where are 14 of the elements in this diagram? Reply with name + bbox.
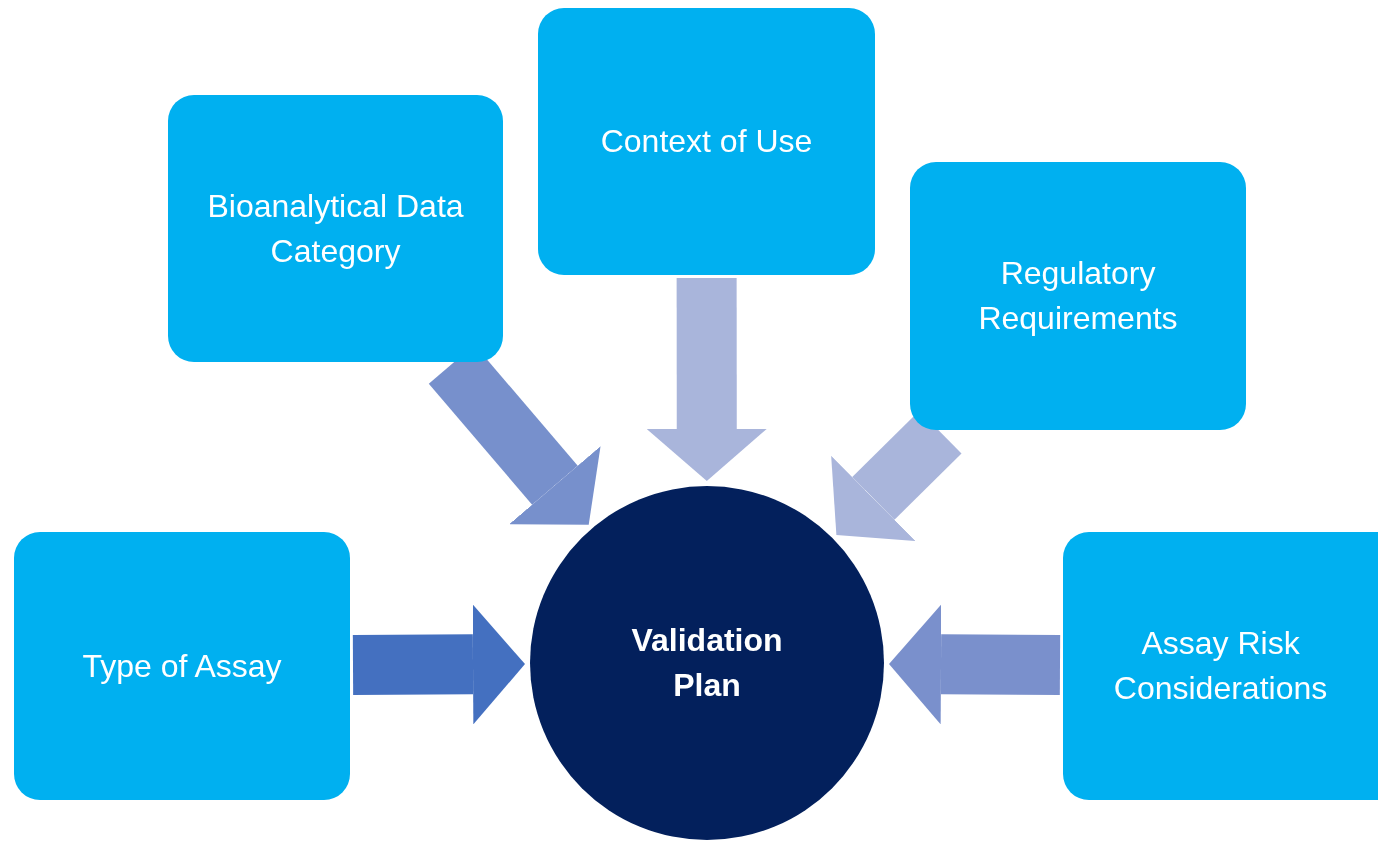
box-label: Context of Use bbox=[599, 122, 814, 162]
box-label: Regulatory Requirements bbox=[977, 254, 1179, 338]
process-box bbox=[1063, 532, 1378, 800]
circle-label: Validation Plan bbox=[630, 621, 784, 705]
box-label: Assay Risk Considerations bbox=[1112, 624, 1329, 708]
block-arrow bbox=[646, 278, 767, 481]
process-box bbox=[538, 8, 875, 275]
box-label: Bioanalytical Data Category bbox=[206, 186, 465, 271]
process-box bbox=[168, 95, 503, 362]
process-box bbox=[14, 532, 350, 800]
box-label: Type of Assay bbox=[81, 646, 283, 686]
block-arrow bbox=[352, 604, 525, 725]
process-box bbox=[910, 162, 1246, 430]
block-arrow bbox=[889, 604, 1061, 725]
